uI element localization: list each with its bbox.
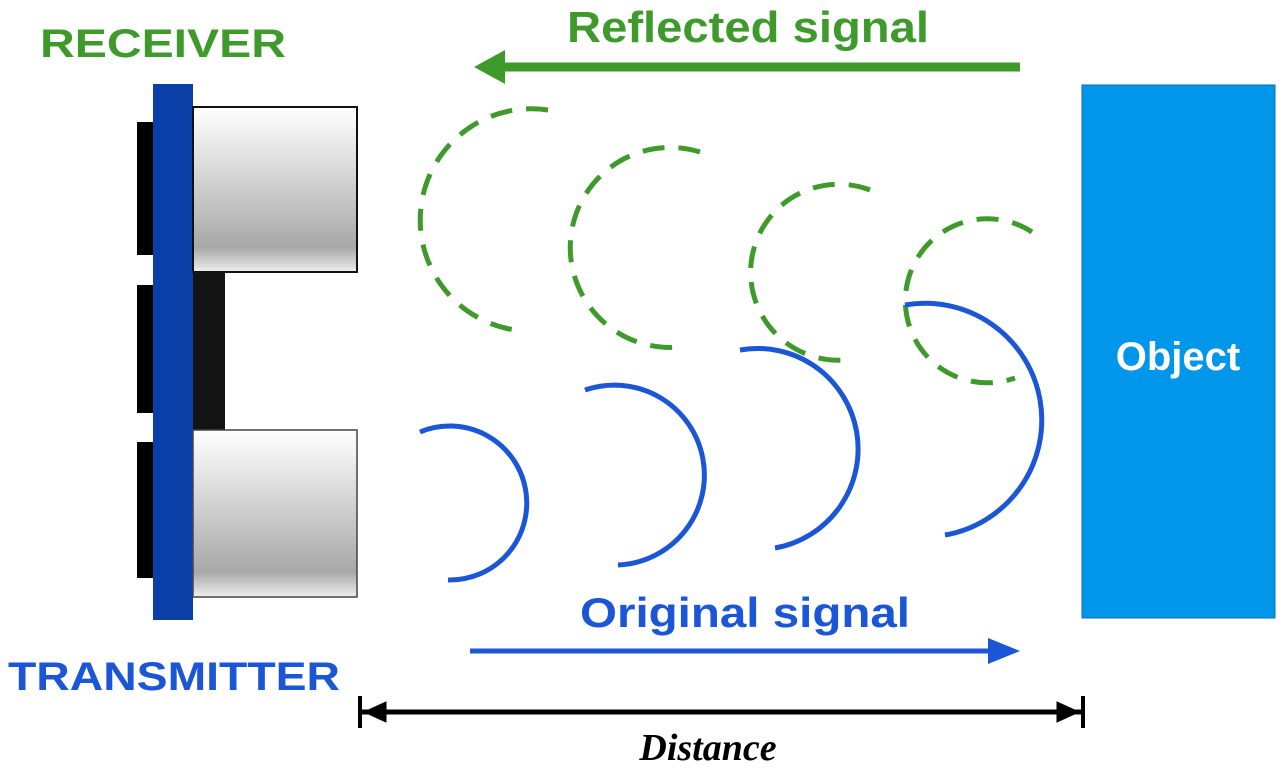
sensor <box>137 84 358 620</box>
receiver-label: RECEIVER <box>40 22 286 66</box>
reflected-wave-arc <box>902 216 1034 386</box>
reflected-signal-label: Reflected signal <box>567 3 929 52</box>
reflected-wave-arc <box>748 181 871 363</box>
original-wave-arc <box>739 345 861 551</box>
pin-pad <box>137 285 154 413</box>
reflected-wave-arc <box>417 106 549 333</box>
reflected-wave-arc <box>567 145 701 350</box>
pin-pad <box>137 442 154 578</box>
original-wave-arc <box>584 382 707 568</box>
object-label: Object <box>1116 335 1240 379</box>
circuit-board <box>153 84 193 620</box>
object-block <box>1081 84 1276 619</box>
original-wave-arc <box>904 300 1045 538</box>
distance-label: Distance <box>638 727 776 769</box>
original-waves <box>419 300 1045 583</box>
reflected-arrow <box>474 50 1020 84</box>
receiver-cylinder <box>192 106 358 273</box>
crystal-block <box>193 272 225 430</box>
transmitter-label: TRANSMITTER <box>8 655 340 699</box>
reflected-waves <box>417 106 1034 386</box>
original-wave-arc <box>419 423 530 583</box>
original-arrow <box>470 638 1020 664</box>
transmitter-cylinder <box>192 429 358 598</box>
pin-pad <box>137 122 154 255</box>
distance-arrow <box>358 696 1085 728</box>
original-signal-label: Original signal <box>580 589 910 636</box>
